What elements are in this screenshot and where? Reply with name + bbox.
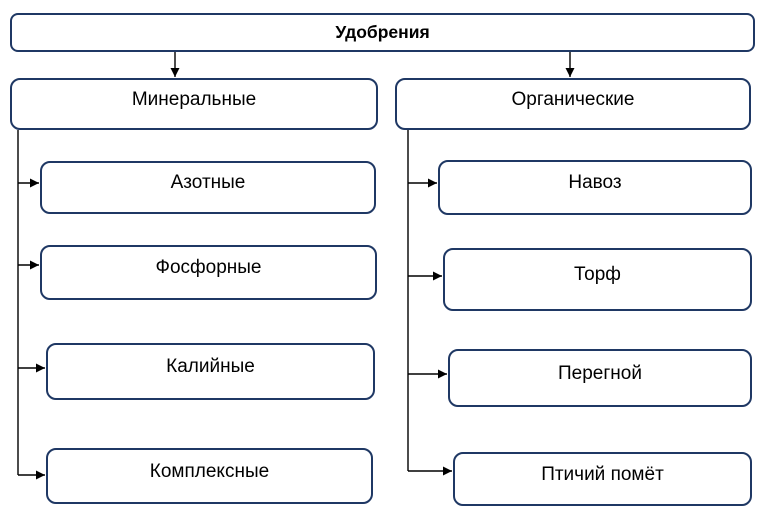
- node-potassium: Калийные: [46, 343, 375, 400]
- node-mineral: Минеральные: [10, 78, 378, 130]
- node-fertilizers-root: Удобрения: [10, 13, 755, 52]
- node-nitrogen: Азотные: [40, 161, 376, 214]
- node-poultry-manure: Птичий помёт: [453, 452, 752, 506]
- node-manure: Навоз: [438, 160, 752, 215]
- node-peat: Торф: [443, 248, 752, 311]
- node-organic: Органические: [395, 78, 751, 130]
- node-complex: Комплексные: [46, 448, 373, 504]
- node-humus: Перегной: [448, 349, 752, 407]
- node-phosphate: Фосфорные: [40, 245, 377, 300]
